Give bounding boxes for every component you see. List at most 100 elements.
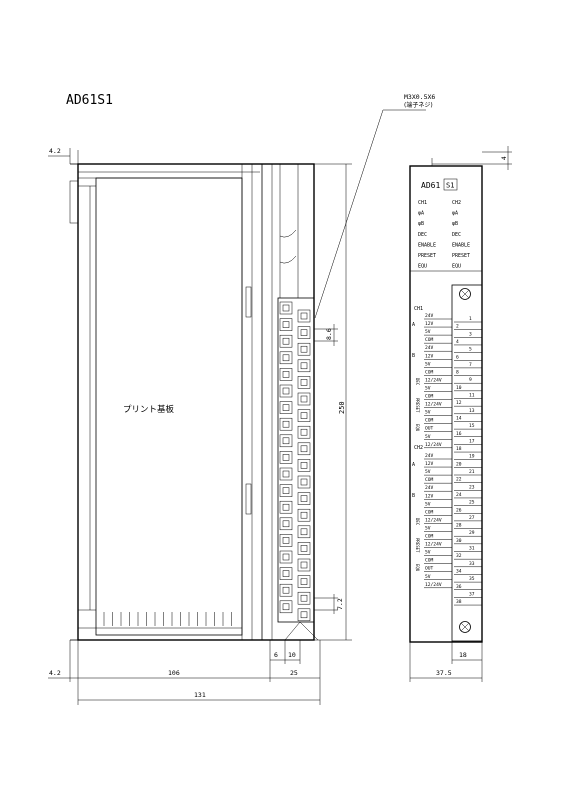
dim-front-width: 37.5	[436, 669, 452, 677]
signal-label: 5V	[425, 361, 431, 367]
terminal-numbers: 1234567891011121314151617181920212223242…	[454, 316, 482, 606]
led-label-ch1: EQU	[418, 264, 427, 270]
terminal-right	[297, 342, 311, 356]
dim-bottom-thickness: 4.2	[49, 669, 61, 677]
section-a-ch1: A	[412, 322, 415, 328]
terminal-number: 13	[469, 408, 475, 414]
terminal-number: 28	[456, 523, 462, 529]
terminal-number: 23	[469, 484, 475, 490]
terminal-right-screw	[300, 345, 308, 353]
terminal-left-screw	[282, 520, 290, 528]
terminal-number: 19	[469, 454, 475, 460]
signal-label: 5V	[425, 501, 431, 507]
terminal-right	[297, 608, 311, 622]
terminal-right-screw	[300, 329, 308, 336]
signal-label: 24V	[425, 345, 434, 351]
signal-label: COM	[425, 477, 434, 483]
terminal-right	[297, 309, 311, 323]
terminal-left	[279, 600, 293, 614]
signal-label: 12/24V	[425, 517, 442, 523]
terminal-number: 12	[456, 400, 462, 406]
terminal-number: 30	[456, 538, 462, 544]
terminal-left-screw	[282, 454, 290, 461]
top-terminal-screw	[459, 288, 471, 300]
terminal-right-screw	[300, 379, 308, 386]
terminal-right	[297, 558, 311, 572]
section-b-ch2: B	[412, 493, 415, 499]
dim-front-top: 4	[501, 156, 508, 160]
bottom-grip-ridges	[103, 612, 232, 626]
terminal-left	[279, 550, 293, 564]
signal-label: COM	[425, 369, 434, 375]
section-dec-ch1: DEC	[415, 378, 420, 386]
terminal-left	[279, 434, 293, 448]
section-dec-ch2: DEC	[415, 518, 420, 526]
terminal-left-screw	[282, 437, 290, 445]
signal-label: COM	[425, 418, 434, 424]
terminal-right	[297, 326, 311, 339]
terminal-right	[297, 359, 311, 373]
terminal-left	[279, 500, 293, 514]
terminal-left-screw	[282, 337, 290, 345]
signal-label: 24V	[425, 485, 434, 491]
signal-label: 5V	[425, 410, 431, 416]
terminal-number: 31	[469, 546, 475, 552]
terminal-right-screw	[300, 545, 308, 552]
screw-note-line2: (端子ネジ)	[404, 101, 433, 109]
terminal-number: 14	[456, 415, 462, 421]
signal-label: 12V	[425, 461, 434, 467]
signal-label: 12V	[425, 493, 434, 499]
terminal-number: 10	[456, 385, 462, 391]
terminal-right	[297, 591, 311, 605]
terminal-left	[279, 401, 293, 414]
led-label-ch2: DEC	[452, 232, 461, 238]
terminal-left-screw	[282, 354, 290, 362]
terminal-left	[279, 484, 293, 497]
signal-label: 5V	[425, 574, 431, 580]
terminal-number: 1	[469, 316, 472, 322]
front-model-suffix: S1	[446, 182, 454, 190]
terminal-number: 32	[456, 553, 462, 559]
terminal-right-screw	[300, 412, 308, 419]
section-equ-ch2: EQU	[415, 564, 420, 572]
terminal-left	[279, 534, 293, 547]
terminal-number: 36	[456, 584, 462, 590]
terminal-right	[297, 525, 311, 539]
led-label-ch2: ENABLE	[452, 242, 470, 248]
terminal-left-screw	[282, 371, 290, 378]
terminal-number: 16	[456, 431, 462, 437]
terminal-number: 37	[469, 591, 475, 597]
terminal-left	[279, 467, 293, 481]
terminal-right-screw	[300, 611, 308, 619]
signal-label: 12V	[425, 321, 434, 327]
terminal-left	[279, 318, 293, 331]
terminal-left-screw	[282, 586, 290, 594]
terminal-number: 24	[456, 492, 462, 498]
terminal-left-screw	[282, 420, 290, 428]
signal-label: COM	[425, 394, 434, 400]
dim-width-10: 10	[288, 651, 296, 659]
terminal-left	[279, 567, 293, 580]
model-title: AD61S1	[66, 93, 113, 108]
terminal-left	[279, 417, 293, 431]
signal-label: COM	[425, 558, 434, 564]
terminal-right-screw	[300, 511, 308, 519]
terminal-number: 25	[469, 500, 475, 506]
terminal-number: 20	[456, 461, 462, 467]
terminal-number: 22	[456, 477, 462, 483]
terminal-number: 18	[456, 446, 462, 452]
signal-label: 12/24V	[425, 582, 442, 588]
terminal-left-screw	[282, 570, 290, 577]
signal-label: COM	[425, 337, 434, 343]
signal-label: COM	[425, 509, 434, 515]
section-equ-ch1: EQU	[415, 424, 420, 432]
screw-leader-line	[314, 109, 426, 319]
terminal-number: 4	[456, 339, 459, 345]
terminal-number: 8	[456, 370, 459, 376]
terminal-left-screw	[282, 304, 290, 312]
terminal-left	[279, 334, 293, 348]
terminal-left	[279, 351, 293, 365]
led-label-ch2: EQU	[452, 264, 461, 270]
terminal-left-screw	[282, 387, 290, 395]
